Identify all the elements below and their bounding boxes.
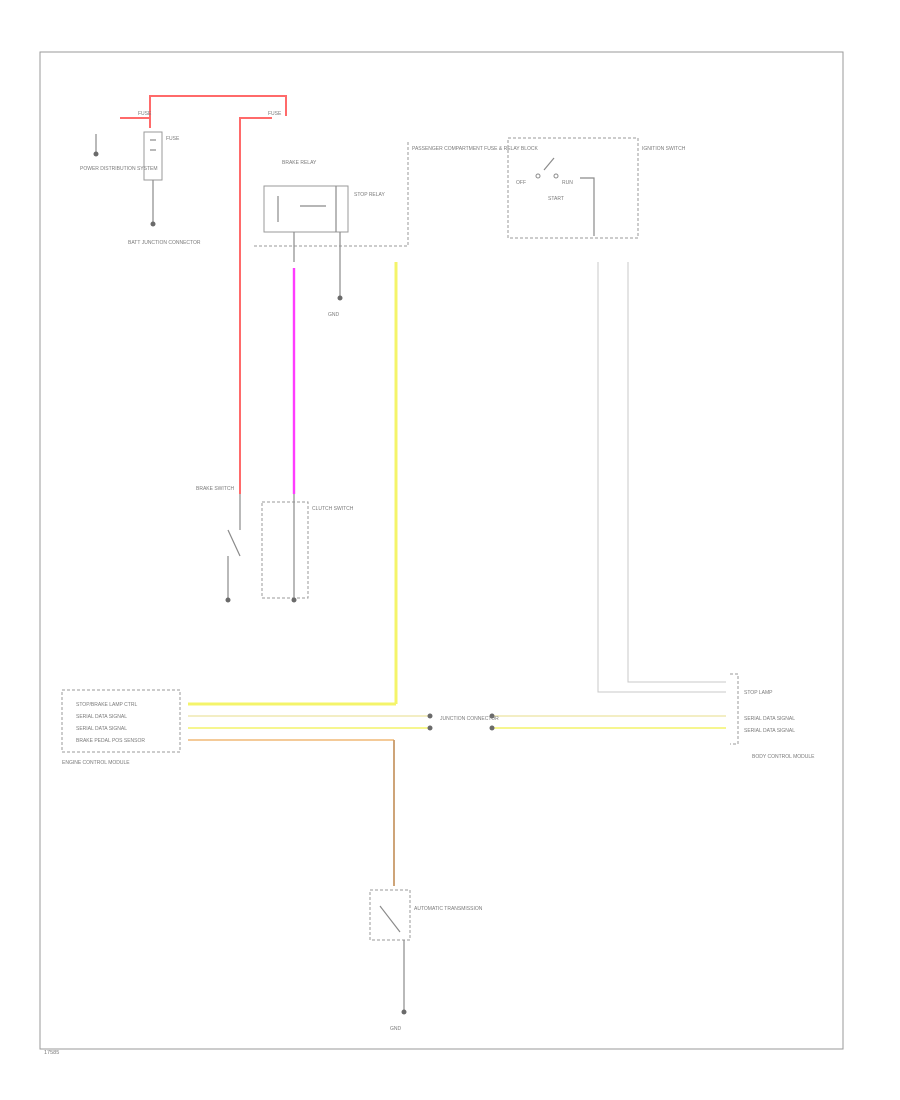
ecm-label: ENGINE CONTROL MODULE	[62, 760, 130, 766]
ecm-pin2-label: SERIAL DATA SIGNAL	[76, 714, 127, 720]
fuse-label-top: FUSE	[138, 111, 152, 117]
relay-block-group: BRAKE RELAY STOP RELAY PASSENGER COMPART…	[254, 142, 539, 318]
bcm-pin1-label: STOP LAMP	[744, 690, 773, 696]
stop-relay-label: STOP RELAY	[354, 192, 386, 198]
ground-dot-left	[93, 151, 99, 157]
ignition-switch-group: IGNITION SWITCH OFF RUN START	[507, 137, 686, 239]
ignition-switch-box	[507, 137, 639, 239]
brake-clutch-group: BRAKE SWITCH CLUTCH SWITCH	[196, 486, 354, 603]
auto-trans-group: AUTOMATIC TRANSMISSION GND	[369, 889, 483, 1032]
brake-ground-dot	[225, 597, 231, 603]
wires	[120, 95, 726, 886]
ign-run-label: RUN	[562, 180, 573, 186]
stop-relay-box	[263, 185, 349, 233]
wire-gray-1	[597, 262, 726, 693]
brake-relay-label: BRAKE RELAY	[282, 160, 317, 166]
brake-switch-label: BRAKE SWITCH	[196, 486, 234, 492]
auto-trans-label: AUTOMATIC TRANSMISSION	[414, 906, 483, 912]
bcm-outline	[730, 673, 739, 745]
auto-trans-box	[369, 889, 411, 941]
ecm-pin1-label: STOP/BRAKE LAMP CTRL	[76, 702, 137, 708]
power-dist-label: POWER DISTRIBUTION SYSTEM	[80, 166, 158, 172]
wire-red-down	[239, 117, 272, 494]
wire-red-top-loop	[149, 95, 287, 128]
bcm-pin2-label: SERIAL DATA SIGNAL	[744, 716, 795, 722]
fuse-body-label: FUSE	[166, 136, 180, 142]
clutch-ground-dot	[291, 597, 297, 603]
passenger-relay-label: PASSENGER COMPARTMENT FUSE & RELAY BLOCK	[412, 146, 539, 152]
ecm-group: STOP/BRAKE LAMP CTRL SERIAL DATA SIGNAL …	[61, 689, 181, 766]
ignition-switch-label: IGNITION SWITCH	[642, 146, 686, 152]
fuse-block	[143, 131, 163, 181]
footer-code: 17585	[44, 1050, 59, 1056]
ign-start-label: START	[548, 196, 564, 202]
ground-bottom-label: GND	[390, 1026, 402, 1032]
junction-connector-label: JUNCTION CONNECTOR	[440, 716, 499, 722]
ecm-pin4-label: BRAKE PEDAL POS SENSOR	[76, 738, 145, 744]
ign-off-label: OFF	[516, 180, 526, 186]
relay-ground-dot	[337, 295, 343, 301]
bcm-group: STOP LAMP SERIAL DATA SIGNAL SERIAL DATA…	[730, 673, 815, 760]
bcm-pin3-label: SERIAL DATA SIGNAL	[744, 728, 795, 734]
junction-connector-group: JUNCTION CONNECTOR	[427, 713, 499, 731]
fuse-label-right: FUSE	[268, 111, 282, 117]
ecm-pin3-label: SERIAL DATA SIGNAL	[76, 726, 127, 732]
diagram-frame	[39, 51, 844, 1050]
clutch-switch-box	[261, 501, 309, 599]
relay-block-outline	[254, 142, 409, 247]
bcm-label: BODY CONTROL MODULE	[752, 754, 815, 760]
battery-junction-label: BATT JUNCTION CONNECTOR	[128, 240, 201, 246]
power-distribution-group: FUSE FUSE FUSE POWER DISTRIBUTION SYSTEM…	[80, 111, 282, 246]
wire-gray-2	[627, 262, 726, 683]
clutch-switch-label: CLUTCH SWITCH	[312, 506, 354, 512]
auto-trans-ground-dot	[401, 1009, 407, 1015]
ground-main-label: GND	[328, 312, 340, 318]
